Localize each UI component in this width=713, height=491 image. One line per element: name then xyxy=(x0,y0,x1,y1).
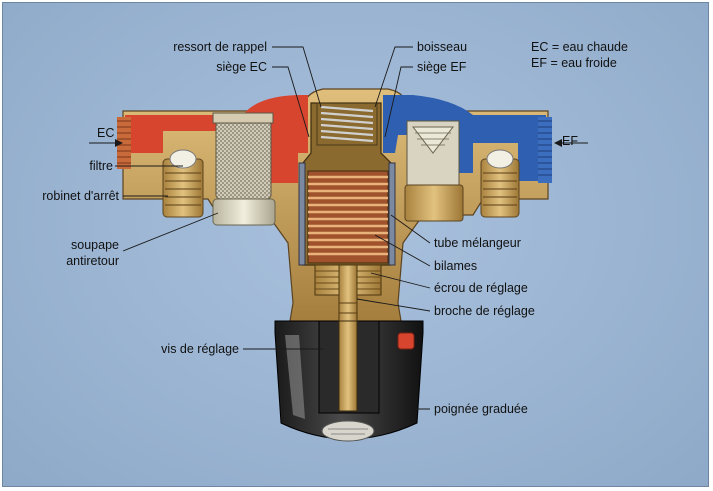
left-inlet-thread xyxy=(117,117,131,169)
cold-water-chamber xyxy=(383,95,546,181)
indicator-button xyxy=(397,332,415,350)
filter-cage-left xyxy=(215,120,272,200)
thermostatic-mixer-diagram: EC = eau chaude EF = eau froide EC EF re… xyxy=(42,40,628,442)
label-poignee-graduee: poignée graduée xyxy=(434,402,528,416)
label-vis-de-reglage: vis de réglage xyxy=(161,342,239,356)
handle-cap xyxy=(321,420,375,442)
label-boisseau: boisseau xyxy=(417,40,467,54)
cold-inlet-arrow xyxy=(554,139,588,147)
label-bilames: bilames xyxy=(434,259,477,273)
diagram-frame: EC = eau chaude EF = eau froide EC EF re… xyxy=(2,2,709,487)
label-filtre: filtre xyxy=(89,159,113,173)
label-robinet-d-arret: robinet d'arrêt xyxy=(42,189,119,203)
legend-line-1: EC = eau chaude xyxy=(531,40,628,54)
label-broche-de-reglage: broche de réglage xyxy=(434,304,535,318)
label-antiretour: antiretour xyxy=(66,254,119,268)
label-soupape: soupape xyxy=(71,238,119,252)
label-ressort-de-rappel: ressort de rappel xyxy=(173,40,267,54)
hot-inlet-arrow xyxy=(89,139,123,147)
label-ec: EC xyxy=(97,126,114,140)
label-ef: EF xyxy=(562,134,578,148)
legend-line-2: EF = eau froide xyxy=(531,56,617,70)
label-siege-ec: siège EC xyxy=(216,60,267,74)
valve-body xyxy=(117,88,552,442)
label-siege-ef: siège EF xyxy=(417,60,467,74)
return-spring xyxy=(320,105,374,143)
check-valve-left xyxy=(212,198,276,226)
leader-lines xyxy=(115,46,431,410)
bimetal-stack xyxy=(307,170,389,264)
label-ecrou-de-reglage: écrou de réglage xyxy=(434,281,528,295)
right-inlet-thread xyxy=(538,117,552,183)
label-tube-melangeur: tube mélangeur xyxy=(434,236,521,250)
